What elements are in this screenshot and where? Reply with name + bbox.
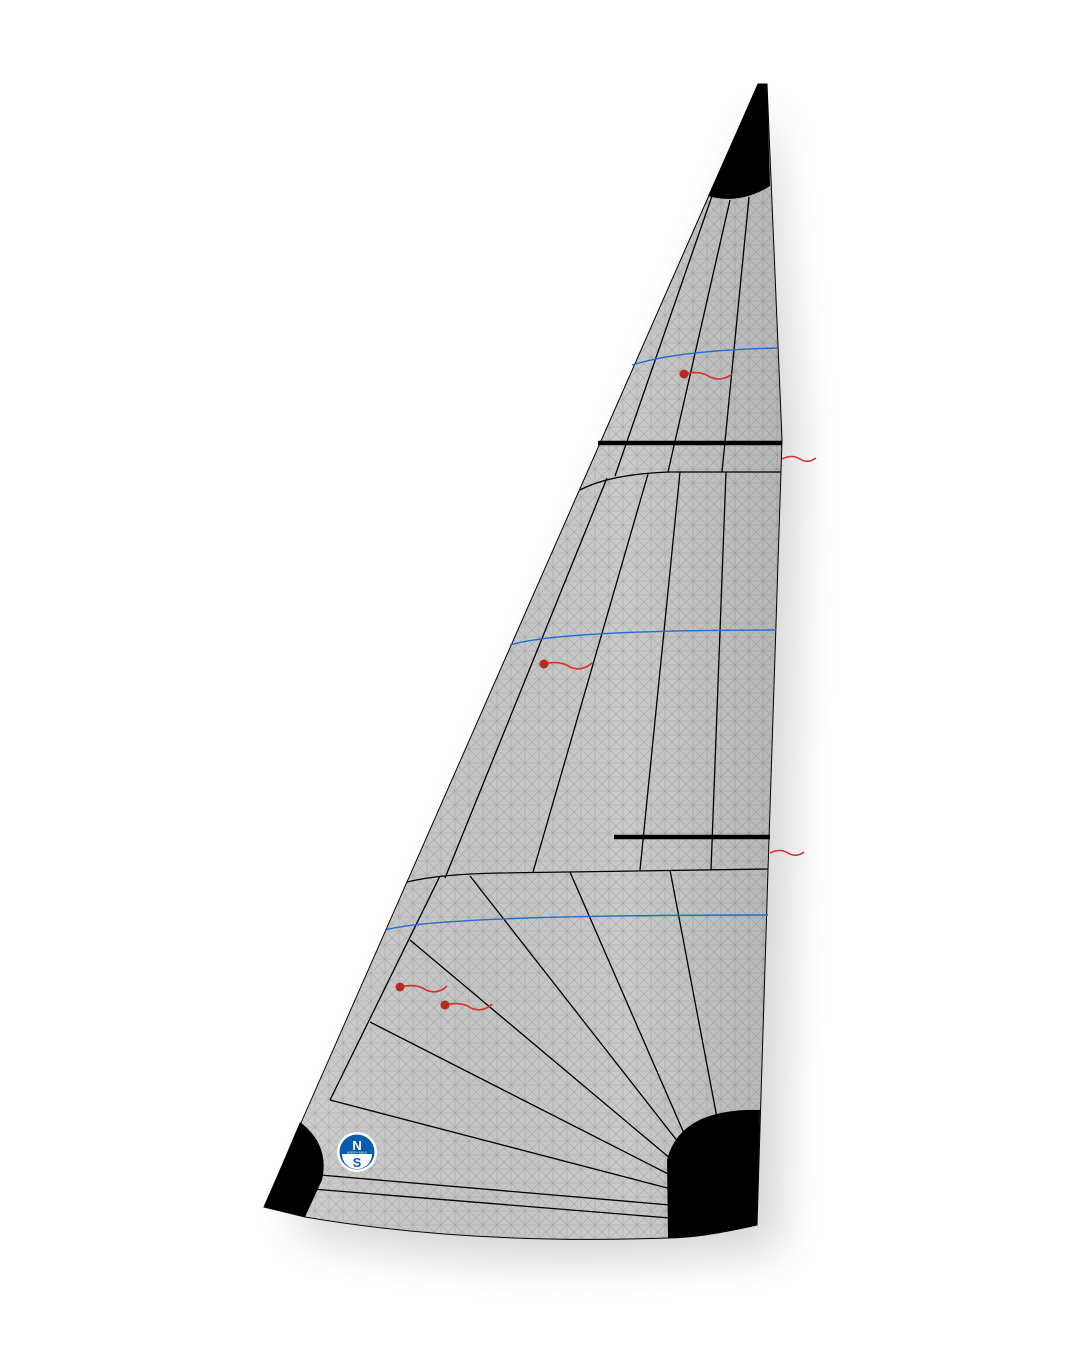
tack-patch <box>264 1122 324 1217</box>
sail: N S NORTH SAILS <box>263 83 817 1240</box>
north-sails-logo: N S NORTH SAILS <box>337 1132 377 1172</box>
logo-wordmark: NORTH SAILS <box>347 1151 367 1155</box>
draft-stripes <box>384 347 779 931</box>
battens <box>598 440 782 840</box>
clew-patch <box>667 1109 760 1238</box>
panel-seams <box>299 195 782 1219</box>
leech-telltale <box>781 455 817 463</box>
sail-shading <box>264 84 782 1240</box>
telltale <box>679 369 733 380</box>
telltale <box>395 982 448 993</box>
head-patch <box>708 84 770 199</box>
telltale <box>440 1000 493 1011</box>
telltales <box>395 369 817 1011</box>
logo-letter-n: N <box>352 1138 361 1153</box>
telltale <box>539 659 593 670</box>
logo-letter-s: S <box>353 1155 362 1170</box>
leech-telltale <box>769 849 805 857</box>
